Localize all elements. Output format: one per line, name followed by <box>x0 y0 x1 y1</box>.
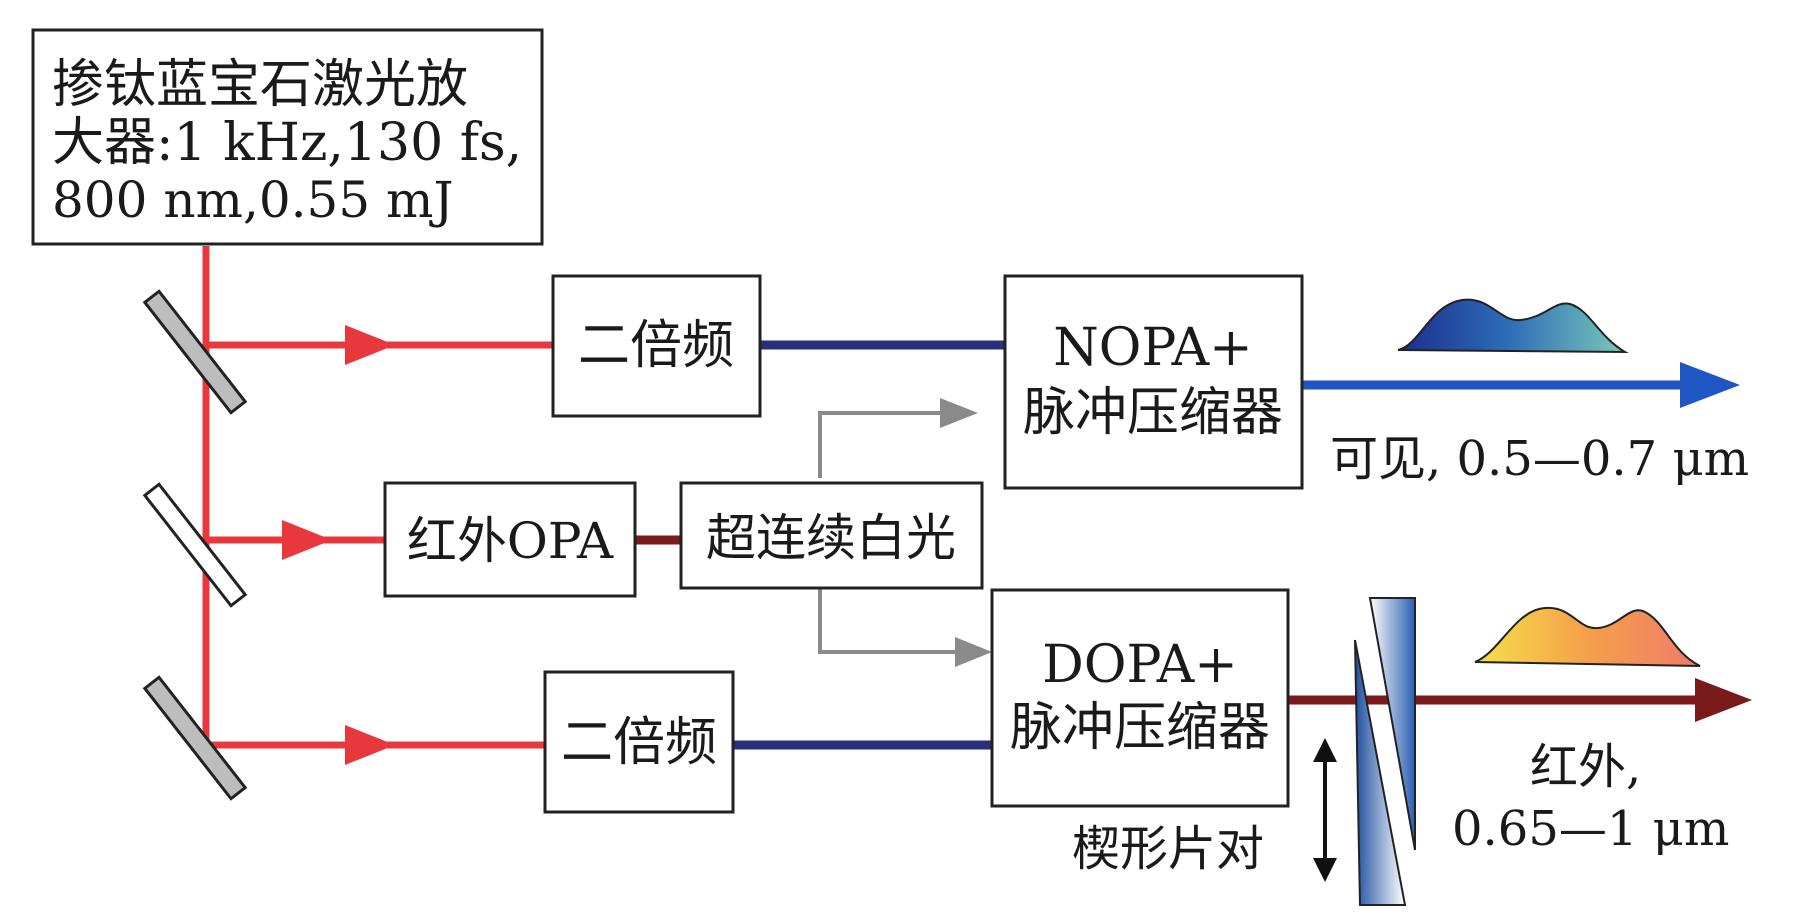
visible-output-arrow <box>1680 362 1740 408</box>
seed-beam-to-dopa <box>818 588 960 654</box>
mirror-top <box>142 289 248 415</box>
shg-bottom-box <box>543 670 735 814</box>
mirror-bottom <box>142 675 248 801</box>
ir-opa-box <box>383 481 637 598</box>
pump-arrow-bottom <box>345 725 395 765</box>
ir-output-line-1: 红外, <box>1530 739 1641 795</box>
shg-top-label: 二倍频 <box>578 316 734 376</box>
visible-output-label: 可见, 0.5—0.7 μm <box>1330 431 1749 487</box>
seed-arrow-to-dopa <box>955 637 992 667</box>
laser-line-2: 大器:1 kHz,130 fs, <box>52 113 522 173</box>
pump-arrow-top <box>345 325 395 365</box>
ir-output-line-2: 0.65—1 μm <box>1452 801 1729 857</box>
dopa-line-2: 脉冲压缩器 <box>1010 698 1270 758</box>
laser-line-1: 掺钛蓝宝石激光放 <box>52 55 468 115</box>
nopa-line-2: 脉冲压缩器 <box>1023 383 1283 443</box>
ir-opa-label: 红外OPA <box>407 512 614 570</box>
visible-spectrum-shape <box>1397 298 1629 354</box>
pump-arrow-middle <box>282 520 332 560</box>
wedge-right <box>1368 597 1416 851</box>
nopa-line-1: NOPA+ <box>1053 318 1252 378</box>
shg-bottom-label: 二倍频 <box>561 713 717 773</box>
ir-output-arrow <box>1695 678 1752 722</box>
dopa-box <box>990 588 1290 808</box>
supercontinuum-box <box>679 481 984 590</box>
wedge-adjust-arrow <box>1313 738 1337 882</box>
seed-arrow-to-nopa <box>940 398 978 428</box>
wedge-left <box>1354 639 1407 906</box>
supercontinuum-label: 超连续白光 <box>706 509 956 567</box>
ir-spectrum-shape <box>1474 606 1701 667</box>
seed-beam-to-nopa <box>818 411 950 478</box>
wedge-pair <box>1354 597 1416 906</box>
shg-top-box <box>551 274 762 418</box>
mirror-middle <box>142 482 248 608</box>
dopa-line-1: DOPA+ <box>1042 635 1238 695</box>
wedge-label: 楔形片对 <box>1072 821 1264 877</box>
laser-line-3: 800 nm,0.55 mJ <box>52 171 454 229</box>
nopa-box <box>1003 274 1304 490</box>
laser-amplifier-box <box>31 28 544 246</box>
